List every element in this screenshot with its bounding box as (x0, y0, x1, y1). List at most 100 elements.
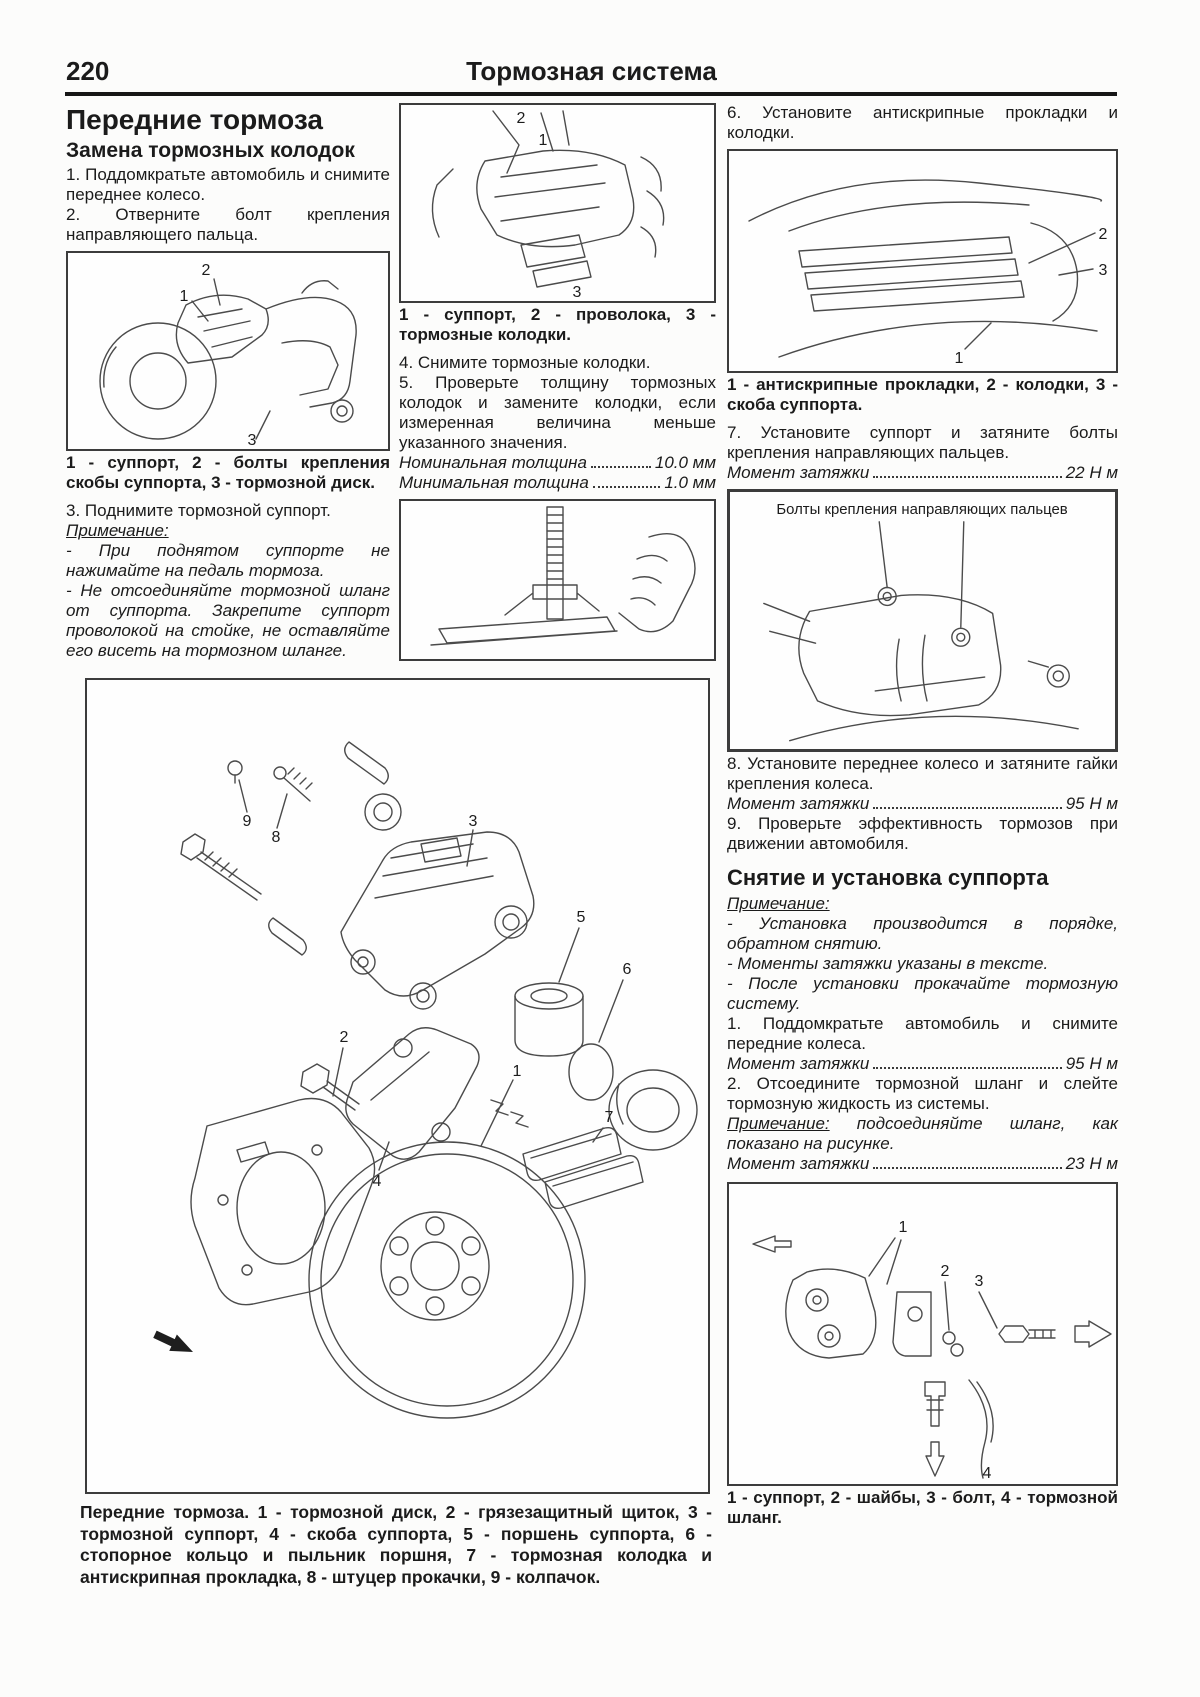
figure-label: 2 (202, 262, 211, 279)
figure-caliper-wire: 2 1 3 (399, 103, 716, 303)
note-label: Примечание: (727, 1113, 830, 1133)
dot-leader (590, 466, 651, 468)
figure-exploded-front-brakes: 9 8 3 5 6 2 4 7 1 (85, 678, 710, 1494)
column-left: Передние тормоза Замена тормозных колодо… (66, 103, 390, 661)
step-4: 4. Снимите тормозные колодки. (399, 353, 651, 372)
figure-inner-label: Болты крепления направляющих пальцев (776, 501, 1067, 518)
torque-value: 95 Н м (1065, 793, 1118, 813)
figure-label: 1 (899, 1219, 908, 1236)
torque-label: Момент затяжки (727, 463, 870, 482)
exploded-figure-box: 9 8 3 5 6 2 4 7 1 (85, 678, 710, 1494)
pads-line-drawing: 2 3 1 (748, 179, 1108, 367)
step-5: 5. Проверьте толщину тормозных колодок и… (399, 373, 716, 452)
figure-caliper-bolt: 2 1 3 (66, 251, 390, 451)
figure-label: 9 (243, 813, 252, 830)
line-art (180, 741, 698, 1419)
measure-line-drawing (430, 506, 696, 646)
figure-label: 2 (517, 110, 526, 127)
line-art (99, 278, 357, 440)
figure-caption: 1 - суппорт, 2 - шайбы, 3 - болт, 4 - то… (727, 1487, 1118, 1527)
step-6: 6. Установите антискрипные прокладки и к… (727, 103, 1118, 142)
figure-label: 6 (623, 961, 632, 978)
figure-label: 1 (539, 132, 548, 149)
note-item: - Моменты затяжки указаны в тексте. (727, 953, 1049, 973)
figure-label: 3 (248, 432, 257, 449)
figure-label: 5 (577, 909, 586, 926)
step-8: 8. Установите переднее колесо и затяните… (727, 753, 1118, 793)
subsection-title: Замена тормозных колодок (66, 139, 355, 162)
figure-label: 1 (513, 1063, 522, 1080)
spec-label: Минимальная толщина (399, 473, 589, 492)
dot-leader (873, 476, 1062, 478)
direction-arrow-icon (153, 1330, 193, 1352)
line-art (752, 1234, 1112, 1479)
torque-label: Момент затяжки (727, 1053, 870, 1073)
spec-value: 10.0 мм (654, 453, 716, 472)
step-7: 7. Установите суппорт и затяните болты к… (727, 423, 1118, 462)
torque-spec: Момент затяжки 95 Н м (727, 1054, 1118, 1074)
step-2: 2. Отверните болт крепления направляющег… (66, 205, 390, 244)
dot-leader (873, 806, 1062, 809)
figure-label: 3 (975, 1273, 984, 1290)
torque-label: Момент затяжки (727, 793, 870, 813)
column-right: 6. Установите антискрипные прокладки и к… (727, 103, 1118, 1536)
removal-step-2: 2. Отсоедините тормозной шланг и слейте … (727, 1073, 1118, 1113)
exploded-figure-caption: Передние тормоза. 1 - тормозной диск, 2 … (80, 1502, 712, 1587)
note-item: - При поднятом суппорте не нажимайте на … (66, 541, 390, 580)
line-art (431, 110, 665, 288)
figure-label: 3 (1099, 262, 1108, 279)
spec-minimal-thickness: Минимальная толщина 1.0 мм (399, 473, 716, 493)
bolts-line-drawing: Болты крепления направляющих пальцев (763, 501, 1079, 742)
exploded-line-drawing: 9 8 3 5 6 2 4 7 1 (153, 741, 698, 1419)
figure-label: 7 (605, 1109, 614, 1126)
figure-label: 3 (469, 813, 478, 830)
note-label: Примечание: (66, 521, 169, 540)
torque-value: 23 Н м (1065, 1153, 1118, 1173)
figure-brake-hose: 1 2 3 4 (727, 1181, 1118, 1486)
step-3: 3. Поднимите тормозной суппорт. (66, 501, 331, 520)
note-item: - Установка производится в порядке, обра… (727, 913, 1118, 953)
wire-line-drawing: 2 1 3 (431, 110, 665, 301)
page-number: 220 (66, 56, 110, 86)
hose-line-drawing: 1 2 3 4 (752, 1219, 1112, 1482)
figure-pads-install: 2 3 1 (727, 149, 1118, 373)
dot-leader (592, 486, 661, 488)
dot-leader (873, 1066, 1062, 1069)
figure-label: 1 (180, 288, 189, 305)
step-9: 9. Проверьте эффективность тормозов при … (727, 813, 1118, 853)
figure-guide-pin-bolts: Болты крепления направляющих пальцев (727, 489, 1118, 752)
figure-label: 2 (941, 1263, 950, 1280)
figure-caption: 1 - суппорт, 2 - проволока, 3 - тормозны… (399, 305, 716, 344)
step-1: 1. Поддомкратьте автомобиль и снимите пе… (66, 165, 390, 204)
line-art (763, 521, 1079, 742)
subsection-title: Снятие и установка суппорта (727, 864, 1049, 890)
note-inline: Примечание: подсоединяйте шланг, как пок… (727, 1114, 1118, 1154)
figure-label: 2 (340, 1029, 349, 1046)
torque-spec: Момент затяжки 23 Н м (727, 1154, 1118, 1174)
torque-spec: Момент затяжки 95 Н м (727, 794, 1118, 814)
column-middle: 2 1 3 1 - суппорт, 2 - проволока, 3 - то… (399, 103, 716, 663)
figure-label: 2 (1099, 226, 1108, 243)
dot-leader (873, 1166, 1062, 1169)
note-item: - Не отсоединяйте тормозной шланг от суп… (66, 581, 390, 660)
line-art (430, 506, 696, 646)
note-item: - После установки прокачайте тормозную с… (727, 973, 1118, 1013)
figure-caption: 1 - антискрипные прокладки, 2 - колодки,… (727, 375, 1118, 414)
figure-thickness-measurement (399, 499, 716, 661)
figure-label: 8 (272, 829, 281, 846)
torque-spec: Момент затяжки 22 Н м (727, 463, 1118, 483)
figure-caption: 1 - суппорт, 2 - болты крепления скобы с… (66, 453, 390, 492)
spec-value: 1.0 мм (664, 473, 716, 492)
note-label: Примечание: (727, 893, 830, 913)
line-art (748, 179, 1103, 358)
removal-step-1: 1. Поддомкратьте автомобиль и снимите пе… (727, 1013, 1118, 1053)
spec-label: Номинальная толщина (399, 453, 587, 472)
header-rule (65, 92, 1117, 96)
figure-label: 1 (955, 350, 964, 367)
figure-label: 3 (573, 284, 582, 301)
figure-label: 4 (373, 1173, 382, 1190)
note-text: подсоединяйте шланг, как показано на рис… (727, 1113, 1118, 1153)
page-title: Тормозная система (466, 56, 717, 86)
torque-value: 95 Н м (1065, 1053, 1118, 1073)
